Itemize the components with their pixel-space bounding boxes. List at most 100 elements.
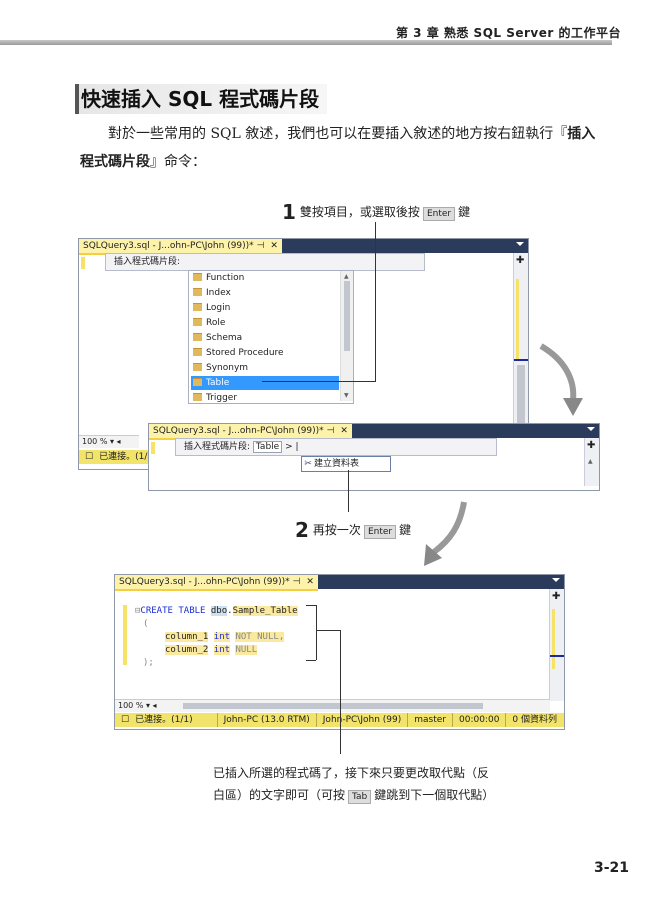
header-rule [0,40,612,45]
scroll-up-icon[interactable]: ▲ [344,273,349,280]
code-line-1[interactable]: ⊟CREATE TABLE dbo.Sample_Table [135,606,298,616]
vertical-scrollbar[interactable]: ✚ [549,589,564,701]
snippet-item-create-table[interactable]: ✂建立資料表 [301,456,391,472]
folder-icon [193,348,202,356]
code-line-5[interactable]: ); [143,658,154,668]
list-scroll-thumb[interactable] [344,281,350,351]
page-number: 3-21 [593,860,629,876]
enter-key: Enter [363,525,397,539]
scroll-thumb[interactable] [517,365,525,425]
bracket-line [316,605,317,660]
snippet-icon: ✂ [304,459,312,469]
connected-icon: ☐ [121,715,130,725]
tab-title: SQLQuery3.sql - J...ohn-PC\John (99))* [119,577,290,587]
horizontal-scroll-thumb[interactable] [183,703,483,709]
text-cursor: | [295,442,299,452]
query-editor-window-2: SQLQuery3.sql - J...ohn-PC\John (99))* ⊣… [148,423,600,491]
pin-icon[interactable]: ⊣ [326,426,335,436]
folder-icon [193,393,202,401]
tab-title: SQLQuery3.sql - J...ohn-PC\John (99))* [83,241,254,251]
folder-item[interactable]: Synonym [193,361,248,375]
query-tab[interactable]: SQLQuery3.sql - J...ohn-PC\John (99))* ⊣… [115,575,318,591]
section-title: 快速插入 SQL 程式碼片段 [75,84,328,114]
callout-line-1-horizontal [262,381,376,382]
para-part2: 』命令： [150,154,206,170]
close-icon[interactable]: ✕ [270,241,278,251]
close-icon[interactable]: ✕ [340,426,348,436]
folder-icon [193,363,202,371]
folder-item[interactable]: Function [193,271,244,285]
para-part1: 對於一些常用的 SQL 敘述，我們也可以在要插入敘述的地方按右鈕執行『 [108,126,568,142]
folder-item[interactable]: Stored Procedure [193,346,284,360]
step2-number: 2 [295,518,309,542]
pin-icon[interactable]: ⊣ [292,577,301,587]
step1-text: 雙按項目，或選取後按 [299,205,420,219]
split-icon[interactable]: ✚ [587,440,596,451]
step1-number: 1 [282,200,296,224]
tab-bar: SQLQuery3.sql - J...ohn-PC\John (99))* ⊣… [149,424,599,440]
note-line-1: 已插入所選的程式碼了，接下來只要更改取代點（反 [213,766,490,780]
query-editor-window-3: SQLQuery3.sql - J...ohn-PC\John (99))* ⊣… [114,574,565,730]
callout-line-1 [375,222,376,382]
folder-item-selected[interactable]: Table [191,376,339,390]
scroll-down-icon[interactable]: ▼ [344,392,349,399]
status-connected: 已連接。(1/1) [135,715,193,725]
folder-item[interactable]: Schema [193,331,242,345]
crumb-separator: > [285,442,293,452]
close-icon[interactable]: ✕ [306,577,314,587]
step2-text: 再按一次 [312,523,361,537]
snippet-prompt-bar: 插入程式碼片段: [105,253,425,271]
split-icon[interactable]: ✚ [516,255,525,266]
snippet-crumb-table[interactable]: Table [252,441,283,453]
pin-icon[interactable]: ⊣ [256,241,265,251]
list-scrollbar[interactable]: ▲ ▼ [340,271,353,401]
snippet-folder-list: Function Index Login Role Schema Stored … [188,270,354,404]
folder-item[interactable]: Trigger [193,391,237,405]
change-bar [81,257,85,269]
change-bar [151,442,155,454]
callout-line-3 [340,630,341,754]
folder-item[interactable]: Role [193,316,225,330]
folder-icon [193,303,202,311]
code-line-2[interactable]: ( [143,619,149,629]
folder-icon [193,333,202,341]
curved-arrow-1 [539,343,583,416]
bracket-bottom [306,660,316,661]
snippet-prompt: 插入程式碼片段: [114,257,181,267]
vertical-scrollbar[interactable]: ✚ ▲ [584,438,599,486]
zoom-row: 100 % ▾ ◂ [79,435,139,448]
folder-icon [193,378,202,386]
curved-arrow-2 [424,501,467,566]
scroll-change-marker [552,609,555,669]
vertical-scrollbar[interactable]: ✚ [513,253,528,425]
step2-suffix: 鍵 [399,523,412,537]
dropdown-icon[interactable] [552,578,560,582]
zoom-select[interactable]: 100 % [82,437,108,446]
dropdown-icon[interactable] [516,242,524,246]
status-server: John-PC (13.0 RTM) [216,713,316,727]
enter-key: Enter [422,207,456,221]
bracket-top [306,605,316,606]
callout-line-2 [348,470,349,512]
connected-icon: ☐ [85,452,94,462]
folder-icon [193,273,202,281]
folder-item[interactable]: Index [193,286,231,300]
code-line-4[interactable]: column_2 int NULL [165,645,258,655]
snippet-prompt: 插入程式碼片段: [184,442,251,452]
status-rows: 0 個資料列 [505,713,563,727]
split-icon[interactable]: ✚ [552,591,561,602]
scroll-caret-marker [550,655,564,657]
code-line-3[interactable]: column_1 int NOT NULL, [165,632,285,642]
status-user: John-PC\John (99) [315,713,407,727]
folder-item[interactable]: Login [193,301,230,315]
zoom-select[interactable]: 100 % [118,701,144,710]
status-time: 00:00:00 [452,713,505,727]
scroll-change-marker [516,279,519,359]
dropdown-icon[interactable] [587,427,595,431]
para-bold: 插入程式碼片段 [80,126,596,170]
scroll-up-icon[interactable]: ▲ [588,458,593,465]
tab-bar: SQLQuery3.sql - J...ohn-PC\John (99))* ⊣… [115,575,564,591]
